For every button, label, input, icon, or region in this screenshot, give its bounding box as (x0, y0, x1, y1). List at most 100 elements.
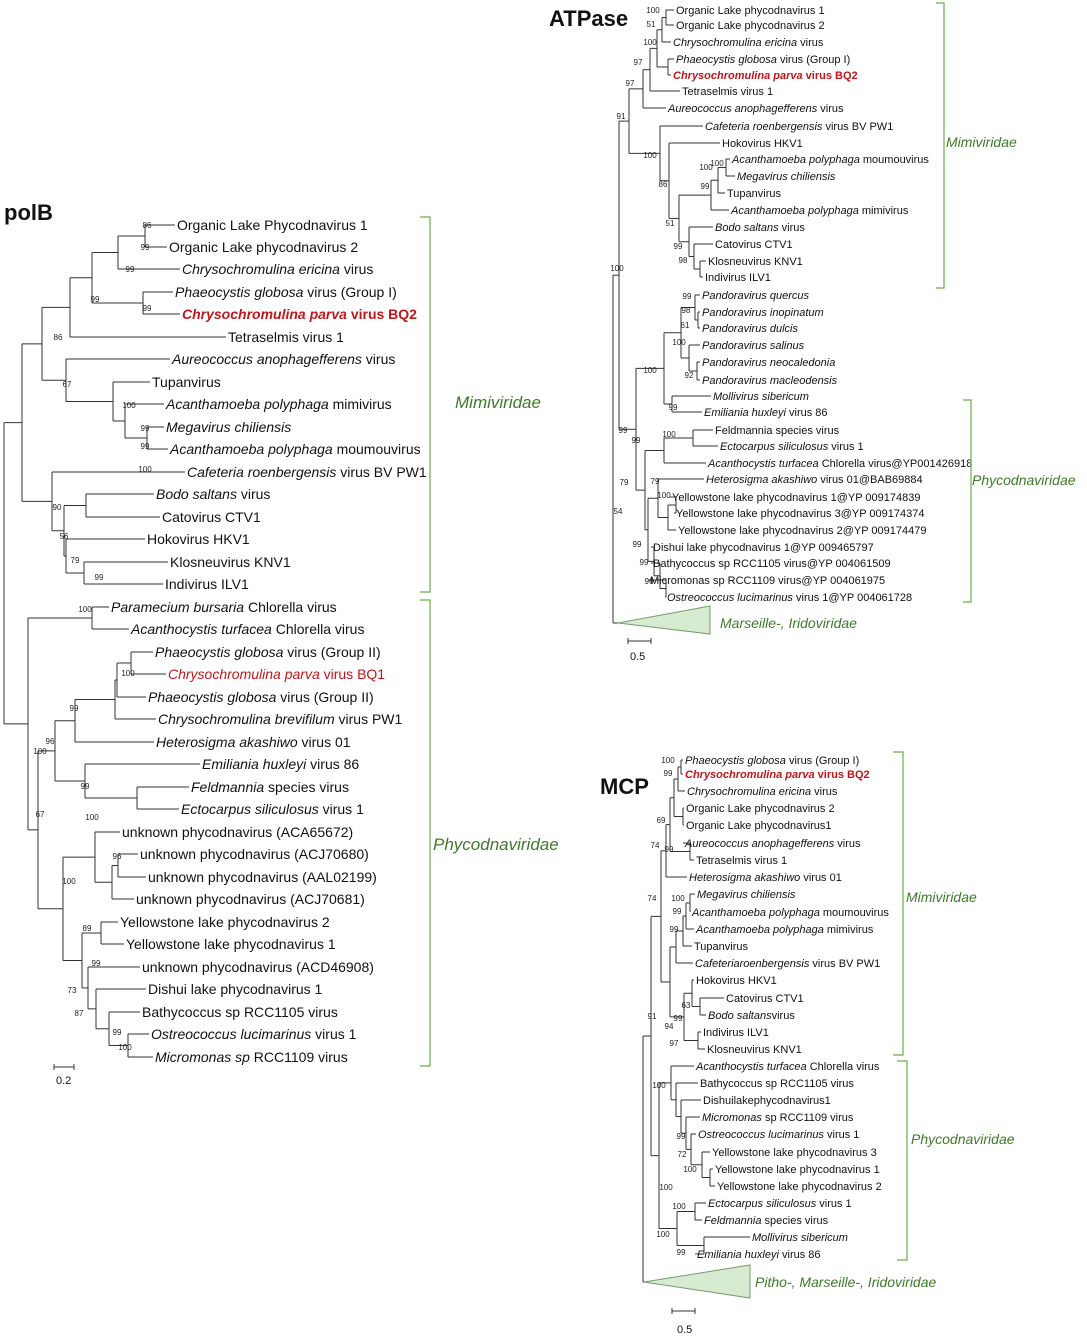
atpase-taxon-italic: Bodo saltans (715, 222, 779, 234)
polb-bootstrap: 96 (113, 852, 122, 861)
polb-bootstrap: 99 (141, 243, 150, 252)
mcp-taxon-rest: Chlorella virus (807, 1061, 880, 1073)
polb-taxon-italic: Chrysochromulina parva (168, 666, 320, 682)
polb-taxon-rest: unknown phycodnavirus (ACJ70681) (136, 891, 365, 907)
polb-taxon-label: Indivirus ILV1 (165, 576, 249, 592)
mcp-taxon-italic: Phaeocystis globosa (685, 755, 786, 767)
mcp-bootstrap: 99 (677, 1248, 686, 1257)
mcp-taxon-label: Micromonas sp RCC1109 virus (702, 1112, 854, 1124)
atpase-taxon-rest: virus BV PW1 (822, 121, 893, 133)
atpase-taxon-label: Bathycoccus sp RCC1105 virus@YP 00406150… (653, 558, 891, 570)
atpase-taxon-rest: Feldmannia species virus (715, 425, 840, 437)
mcp-taxon-label: Emiliania huxleyi virus 86 (697, 1249, 821, 1261)
mcp-taxon-rest: Yellowstone lake phycodnavirus 1 (715, 1164, 880, 1176)
mcp-taxon-label: Ectocarpus siliculosus virus 1 (708, 1198, 852, 1210)
polb-taxon-italic: Chrysochromulina ericina (182, 261, 340, 277)
atpase-scale-label: 0.5 (630, 651, 645, 663)
polb-taxon-italic: Micromonas sp (155, 1049, 250, 1065)
atpase-bootstrap: 100 (657, 491, 671, 500)
atpase-taxon-label: Indivirus ILV1 (705, 272, 771, 284)
mcp-taxon-rest: mimivirus (824, 924, 874, 936)
mcp-taxon-label: Acanthamoeba polyphaga mimivirus (695, 924, 874, 936)
atpase-taxon-italic: Pandoravirus salinus (702, 340, 805, 352)
mcp-family-phycodnaviridae: Phycodnaviridae (911, 1131, 1015, 1147)
atpase-branches (612, 9, 735, 624)
mcp-taxon-label: Indivirus ILV1 (703, 1027, 769, 1039)
atpase-bootstrap: 99 (669, 403, 678, 412)
polb-taxon-label: Emiliania huxleyi virus 86 (202, 756, 359, 772)
mcp-bootstrap: 100 (683, 1165, 697, 1174)
atpase-taxon-italic: Acanthamoeba polyphaga (731, 154, 860, 166)
polb-taxon-rest: unknown phycodnavirus (ACJ70680) (140, 846, 369, 862)
polb-taxon-italic: Acanthocystis turfacea (130, 621, 272, 637)
atpase-taxon-label: Organic Lake phycodnavirus 1 (676, 5, 825, 17)
mcp-taxon-labels: Phaeocystis globosa virus (Group I)Chrys… (684, 755, 889, 1261)
atpase-taxon-italic: Megavirus chiliensis (737, 171, 836, 183)
mcp-taxon-rest: Bathycoccus sp RCC1105 virus (700, 1078, 854, 1090)
polb-taxon-rest: virus 86 (306, 756, 359, 772)
mcp-taxon-label: Organic Lake phycodnavirus1 (686, 820, 832, 832)
atpase-family-marseille-iridoviridae: Marseille-, Iridoviridae (720, 615, 857, 631)
mcp-taxon-rest: Dishuilakephycodnavirus1 (703, 1095, 831, 1107)
atpase-family-phycodnaviridae: Phycodnaviridae (972, 472, 1076, 488)
polb-taxon-label: Yellowstone lake phycodnavirus 2 (120, 914, 330, 930)
polb-scale-bar (53, 1064, 75, 1070)
atpase-taxon-label: Cafeteria roenbergensis virus BV PW1 (705, 121, 893, 133)
mcp-taxon-italic: Micromonas (702, 1112, 762, 1124)
polb-taxon-rest: virus BQ2 (347, 306, 417, 322)
atpase-bootstrap: 99 (619, 426, 628, 435)
polb-taxon-italic: Phaeocystis globosa (155, 644, 284, 660)
atpase-bootstrap: 96 (645, 577, 654, 586)
polb-taxon-rest: virus 1 (311, 1026, 356, 1042)
mcp-bootstrap: 100 (672, 1202, 686, 1211)
polb-family-phycodnaviridae: Phycodnaviridae (433, 835, 559, 854)
atpase-bootstrap: 100 (643, 366, 657, 375)
polb-taxon-italic: Emiliania huxleyi (202, 756, 307, 772)
polb-taxon-label: Megavirus chiliensis (166, 419, 291, 435)
atpase-taxon-rest: virus 1@YP 004061728 (793, 592, 912, 604)
mcp-taxon-italic: Heterosigma akashiwo (689, 872, 800, 884)
polb-taxon-label: Catovirus CTV1 (162, 509, 261, 525)
atpase-taxon-rest: mimivirus (859, 205, 909, 217)
atpase-bootstrap: 100 (643, 151, 657, 160)
atpase-bootstrap: 86 (659, 180, 668, 189)
atpase-taxon-italic: Ectocarpus siliculosus (720, 441, 829, 453)
atpase-taxon-italic: Pandoravirus macleodensis (702, 375, 838, 387)
mcp-taxon-label: Feldmannia species virus (704, 1215, 829, 1227)
mcp-title: MCP (600, 774, 649, 799)
mcp-taxon-rest: virus 1 (824, 1129, 859, 1141)
mcp-taxon-label: Hokovirus HKV1 (696, 975, 777, 987)
polb-taxon-label: Dishui lake phycodnavirus 1 (148, 981, 323, 997)
polb-bootstrap: 99 (92, 959, 101, 968)
polb-taxon-label: Tupanvirus (152, 374, 221, 390)
mcp-scale-bar (671, 1308, 696, 1314)
mcp-taxon-italic: Mollivirus sibericum (752, 1232, 848, 1244)
mcp-taxon-italic: Chrysochromulina parva (685, 769, 815, 781)
mcp-taxon-rest: virus 1 (816, 1198, 851, 1210)
mcp-taxon-italic: Megavirus chiliensis (697, 889, 796, 901)
polb-taxon-rest: virus 1 (319, 801, 364, 817)
polb-bootstrap: 99 (141, 424, 150, 433)
mcp-taxon-rest: Organic Lake phycodnavirus1 (686, 820, 832, 832)
atpase-bootstrap: 100 (646, 6, 660, 15)
polb-taxon-rest: Tupanvirus (152, 374, 221, 390)
mcp-taxon-italic: Cafeteriaroenbergensis (695, 958, 810, 970)
atpase-taxon-italic: Acanthocystis turfacea (707, 458, 819, 470)
polb-taxon-rest: Klosneuvirus KNV1 (170, 554, 291, 570)
atpase-taxon-italic: Chrysochromulina parva (673, 70, 803, 82)
atpase-taxon-rest: Organic Lake phycodnavirus 1 (676, 5, 825, 17)
polb-taxon-label: unknown phycodnavirus (ACD46908) (142, 959, 374, 975)
polb-phycodnaviridae-bracket (420, 599, 431, 1067)
polb-bootstrap: 99 (143, 304, 152, 313)
polb-taxon-rest: unknown phycodnavirus (ACA65672) (122, 824, 353, 840)
mcp-taxon-italic: Bodo saltans (708, 1010, 772, 1022)
mcp-bootstrap: 99 (673, 907, 682, 916)
polb-bootstrap: 100 (62, 877, 76, 886)
atpase-taxon-rest: Yellowstone lake phycodnavirus 3@YP 0091… (676, 508, 924, 520)
atpase-taxon-rest: virus 86 (786, 407, 828, 419)
mcp-branches (642, 759, 750, 1283)
polb-bootstrap: 99 (113, 1028, 122, 1037)
mcp-bootstrap: 100 (671, 894, 685, 903)
mcp-bootstrap: 99 (674, 1014, 683, 1023)
polb-bootstrap: 56 (60, 532, 69, 541)
